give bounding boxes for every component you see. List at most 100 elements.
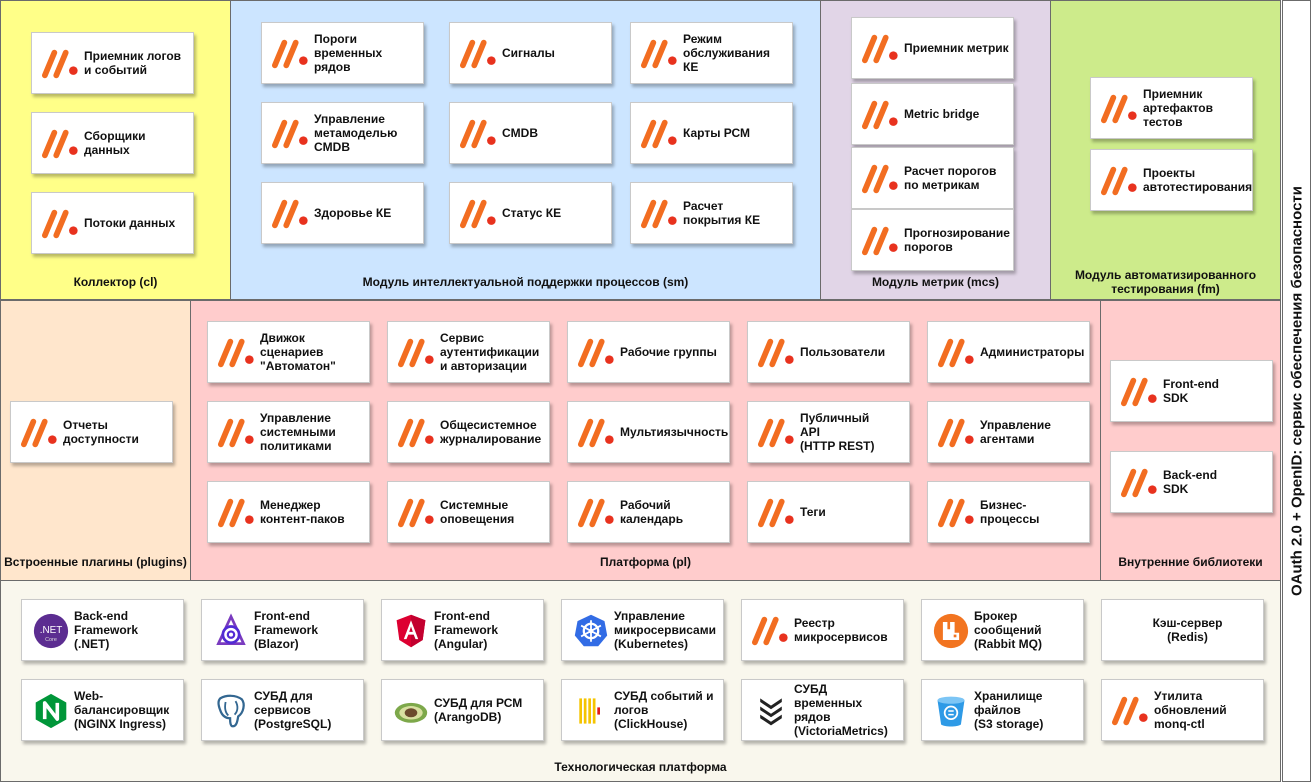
platform-logo-icon <box>272 36 310 72</box>
component-card: Front-end Framework (Blazor) <box>201 599 364 661</box>
component-card: Управление микросервисами (Kubernetes) <box>561 599 724 661</box>
platform-logo-icon <box>460 196 498 232</box>
component-card: Расчет порогов по метрикам <box>851 147 1014 209</box>
platform-logo-icon <box>578 495 616 531</box>
section-label: Модуль автоматизированного тестирования … <box>1074 268 1257 296</box>
component-label: СУБД для РСМ (ArangoDB) <box>434 696 523 724</box>
component-label: Приемник метрик <box>904 41 1009 55</box>
platform-logo-icon <box>862 161 900 197</box>
section-label: Технологическая платформа <box>554 760 727 774</box>
platform-logo-icon <box>1112 693 1150 729</box>
section-collector: Приемник логов и событий Сборщики данных… <box>0 0 231 300</box>
section-label: Модуль метрик (mcs) <box>871 275 1000 289</box>
victoriametrics-icon <box>752 693 790 729</box>
section-sm: Пороги временных рядов Сигналы Режим обс… <box>230 0 821 300</box>
section-mcs: Приемник метрик Metric bridge Расчет пор… <box>820 0 1051 300</box>
component-card: Front-end SDK <box>1110 360 1273 422</box>
platform-logo-icon <box>398 335 436 371</box>
platform-logo-icon <box>460 116 498 152</box>
component-card: Расчет покрытия КЕ <box>630 182 793 244</box>
component-label: СУБД временных рядов (VictoriaMetrics) <box>794 682 888 738</box>
component-card: Рабочие группы <box>567 321 730 383</box>
s3-bucket-icon <box>932 693 970 729</box>
component-label: Сборщики данных <box>84 129 146 157</box>
component-label: Пороги временных рядов <box>314 32 383 74</box>
platform-logo-icon <box>938 335 976 371</box>
platform-logo-icon <box>758 495 796 531</box>
component-card: Брокер сообщений (Rabbit MQ) <box>921 599 1084 661</box>
platform-logo-icon <box>42 126 80 162</box>
component-card: Управление агентами <box>927 401 1090 463</box>
component-label: Брокер сообщений (Rabbit MQ) <box>974 609 1042 651</box>
component-card: Потоки данных <box>31 192 194 254</box>
platform-logo-icon <box>862 31 900 67</box>
component-card: Приемник логов и событий <box>31 32 194 94</box>
platform-logo-icon <box>758 335 796 371</box>
platform-logo-icon <box>862 223 900 259</box>
rabbitmq-icon <box>932 613 970 649</box>
component-card: Движок сценариев "Автоматон" <box>207 321 370 383</box>
component-card: Проекты автотестирования <box>1090 149 1253 211</box>
component-card: Хранилище файлов (S3 storage) <box>921 679 1084 741</box>
section-label: Встроенные плагины (plugins) <box>4 555 187 569</box>
component-card: CMDB <box>449 102 612 164</box>
component-card: СУБД для сервисов (PostgreSQL) <box>201 679 364 741</box>
component-card: Рабочий календарь <box>567 481 730 543</box>
component-card: Режим обслуживания КЕ <box>630 22 793 84</box>
postgresql-icon <box>212 693 250 729</box>
component-label: Системные оповещения <box>440 498 515 526</box>
component-card: Статус КЕ <box>449 182 612 244</box>
component-card: Утилита обновлений monq-ctl <box>1101 679 1264 741</box>
component-label: Front-end SDK <box>1163 377 1219 405</box>
component-card: Сборщики данных <box>31 112 194 174</box>
platform-logo-icon <box>752 613 790 649</box>
component-card: СУБД событий и логов (ClickHouse) <box>561 679 724 741</box>
component-label: СУБД для сервисов (PostgreSQL) <box>254 689 332 731</box>
component-card: Системные оповещения <box>387 481 550 543</box>
component-card: Здоровье КЕ <box>261 182 424 244</box>
component-card: Мультиязычность <box>567 401 730 463</box>
component-card: Администраторы <box>927 321 1090 383</box>
component-card: Пользователи <box>747 321 910 383</box>
component-label: Хранилище файлов (S3 storage) <box>974 689 1044 731</box>
component-label: Управление метамоделью CMDB <box>314 112 398 154</box>
platform-logo-icon <box>938 495 976 531</box>
component-label: Потоки данных <box>84 216 176 230</box>
component-label: СУБД событий и логов (ClickHouse) <box>614 689 714 731</box>
component-card: Реестр микросервисов <box>741 599 904 661</box>
angular-icon <box>392 613 430 649</box>
component-card: Карты РСМ <box>630 102 793 164</box>
component-label: Утилита обновлений monq-ctl <box>1154 689 1227 731</box>
platform-logo-icon <box>42 206 80 242</box>
component-label: Общесистемное журналирование <box>440 418 542 446</box>
component-label: Проекты автотестирования <box>1143 166 1253 194</box>
component-label: Мультиязычность <box>620 425 729 439</box>
component-label: Управление микросервисами (Kubernetes) <box>614 609 716 651</box>
component-card: Сигналы <box>449 22 612 84</box>
platform-logo-icon <box>758 415 796 451</box>
component-label: Приемник артефактов тестов <box>1143 87 1214 129</box>
component-label: Здоровье КЕ <box>314 206 392 220</box>
platform-logo-icon <box>42 46 80 82</box>
component-label: Отчеты доступности <box>63 418 139 446</box>
component-label: Рабочие группы <box>620 345 717 359</box>
component-label: Кэш-сервер (Redis) <box>1152 616 1223 644</box>
component-label: Менеджер контент-паков <box>260 498 345 526</box>
component-label: Back-end SDK <box>1163 468 1218 496</box>
component-card: Сервис аутентификации и авторизации <box>387 321 550 383</box>
platform-logo-icon <box>272 116 310 152</box>
dotnet-logo-subtext: Core <box>45 637 57 643</box>
arangodb-icon <box>392 693 430 729</box>
component-card: Отчеты доступности <box>10 401 173 463</box>
component-label: Сервис аутентификации и авторизации <box>440 331 540 373</box>
dotnet-logo-text: .NET <box>40 625 63 636</box>
security-service-label: OAuth 2.0 + OpenID: сервис обеспечения б… <box>1288 186 1305 596</box>
component-card: Теги <box>747 481 910 543</box>
section-label: Внутренние библиотеки <box>1118 555 1263 569</box>
platform-logo-icon <box>218 495 256 531</box>
component-label: Статус КЕ <box>502 206 562 220</box>
component-label: Бизнес-процессы <box>980 498 1040 526</box>
component-label: Расчет порогов по метрикам <box>904 164 997 192</box>
